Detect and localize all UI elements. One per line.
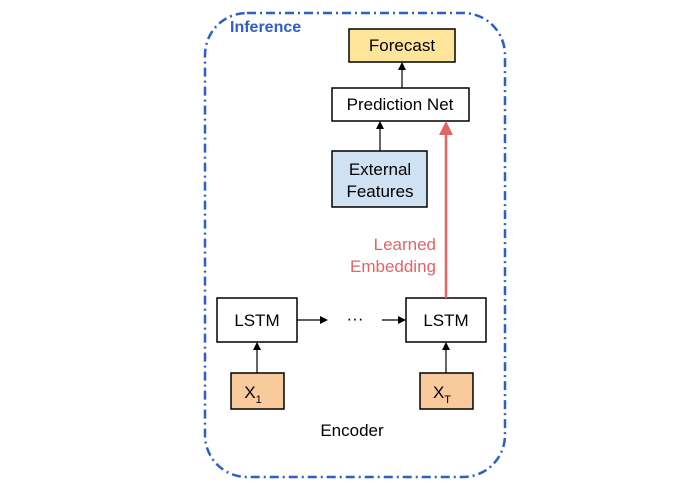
external-features-label-line1: External bbox=[349, 160, 411, 179]
input-xt-box bbox=[419, 372, 474, 410]
input-x1-subscript: 1 bbox=[256, 394, 262, 406]
ellipsis: ··· bbox=[347, 309, 364, 328]
forecast-box bbox=[348, 28, 456, 63]
external-features-box bbox=[331, 150, 428, 208]
inference-frame bbox=[203, 11, 507, 479]
input-xt-label: XT bbox=[433, 383, 451, 406]
lstm-first-label: LSTM bbox=[234, 311, 279, 330]
input-x1-label: X1 bbox=[244, 383, 261, 406]
input-xt-subscript: T bbox=[444, 394, 451, 406]
encoder-label: Encoder bbox=[320, 421, 384, 440]
forecast-label: Forecast bbox=[369, 36, 435, 55]
lstm-last-label: LSTM bbox=[423, 311, 468, 330]
prediction-net-box bbox=[331, 87, 470, 122]
input-xt-base: X bbox=[433, 383, 444, 402]
inference-title: Inference bbox=[230, 19, 301, 36]
lstm-first-box bbox=[216, 297, 298, 343]
learned-embedding-label-line2: Embedding bbox=[350, 257, 436, 276]
prediction-net-label: Prediction Net bbox=[347, 95, 454, 114]
learned-embedding-label-line1: Learned bbox=[374, 235, 436, 254]
input-x1-base: X bbox=[244, 383, 255, 402]
external-features-label-line2: Features bbox=[346, 182, 413, 201]
